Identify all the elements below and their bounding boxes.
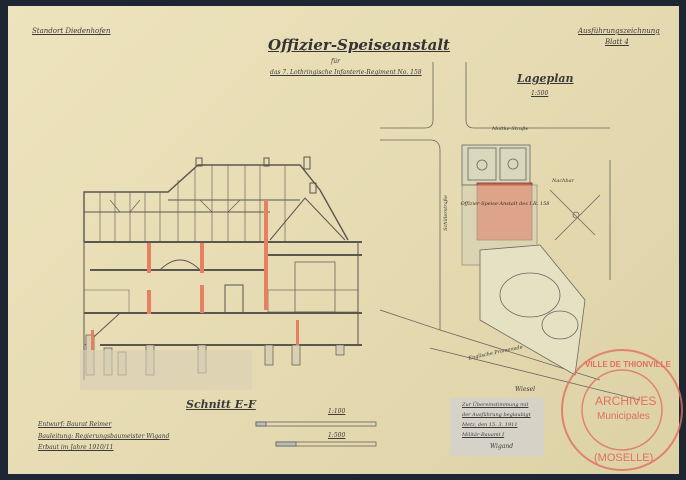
approval-line-3: Metz, den 15. 3. 1911 — [462, 422, 518, 428]
scale-bars — [255, 421, 377, 447]
site-plan — [379, 62, 641, 456]
approval-line-1: Zur Übereinstimmung mit — [462, 402, 529, 408]
credit-design: Entwurf: Baurat Reimer — [38, 421, 112, 428]
site-plan-scale: 1:500 — [531, 90, 549, 97]
stamp-bottom: (MOSELLE) — [594, 452, 654, 464]
signature: Wigand — [490, 443, 514, 450]
section-title: Schnitt E-F — [186, 398, 256, 411]
approval-line-4: Militär-Bauamt I — [462, 432, 505, 438]
stamp-center-2: Municipales — [597, 411, 650, 422]
drawing-type: Ausführungszeichnung — [578, 27, 660, 35]
bottom-label: Wiesel — [515, 386, 536, 393]
stamp-ring-text: VILLE DE THIONVILLE — [585, 360, 671, 369]
street-top: Moltke-Straße — [492, 126, 529, 132]
subtitle: das 7. Lothringische Infanterie-Regiment… — [270, 69, 422, 76]
credit-built: Erbaut im Jahre 1910/11 — [38, 444, 114, 451]
street-left: Schillerstraße — [442, 195, 449, 231]
section-drawing — [80, 156, 362, 390]
location-label: Standort Diedenhofen — [32, 27, 111, 35]
scale-1-label: 1:100 — [328, 408, 346, 415]
credit-supervision: Bauleitung: Regierungsbaumeister Wigand — [38, 433, 170, 440]
sheet-number: Blatt 4 — [605, 38, 629, 46]
site-plan-title: Lageplan — [517, 72, 574, 85]
page-title: Offizier-Speiseanstalt — [268, 36, 450, 54]
neighbor-label: Nachbar — [552, 178, 574, 184]
stamp-center-1: ARCHIVES — [595, 394, 657, 408]
section-red-walls — [91, 200, 299, 350]
scale-2-label: 1:500 — [328, 432, 346, 439]
title-for: für — [331, 58, 340, 65]
drawing-sheet — [8, 6, 679, 474]
building-label: Offizier-Speise-Anstalt des I.R. 158 — [461, 201, 550, 207]
approval-line-2: der Ausführung beglaubigt — [462, 412, 531, 418]
archive-stamp — [561, 349, 683, 471]
